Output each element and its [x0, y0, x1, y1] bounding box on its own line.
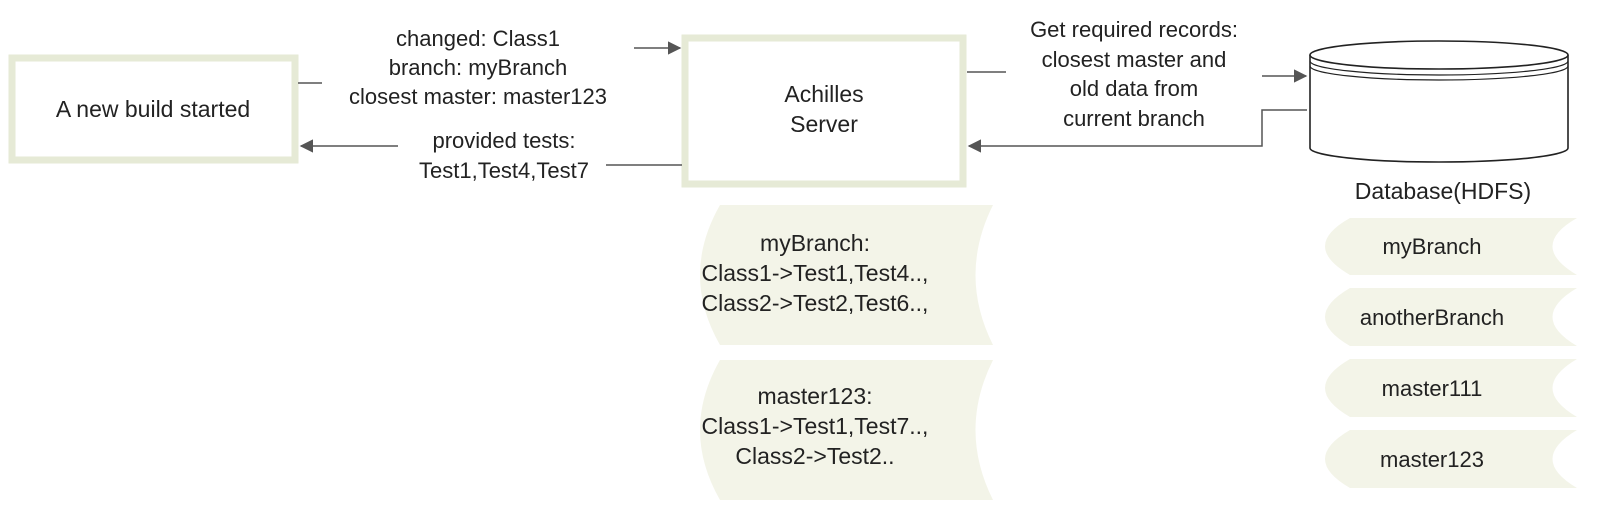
db-record-label: anotherBranch: [1360, 305, 1504, 330]
server-node-label-line-2: Server: [790, 111, 858, 137]
edge-label-changed: changed: Class1: [396, 26, 560, 51]
db-record-label: master111: [1382, 376, 1483, 401]
database-cylinder-icon: [1309, 40, 1569, 163]
store-line: Class2->Test2..: [735, 443, 894, 469]
edge-label-closest-master: closest master: master123: [349, 84, 607, 109]
edge-label-test-list: Test1,Test4,Test7: [419, 158, 589, 183]
arrow-into-server-from-database: [967, 109, 1307, 153]
db-record-label: master123: [1380, 447, 1484, 472]
edge-server-to-database: Get required records: closest master and…: [967, 17, 1308, 153]
edge-server-to-build: provided tests: Test1,Test4,Test7: [299, 128, 682, 183]
edge-label-closest-master-and: closest master and: [1042, 47, 1227, 72]
server-store-master123: master123: Class1->Test1,Test7.., Class2…: [700, 360, 993, 500]
edge-label-current-branch: current branch: [1063, 106, 1205, 131]
db-record-master111: master111: [1325, 359, 1577, 417]
store-line: myBranch:: [760, 230, 870, 256]
edge-label-old-data: old data from: [1070, 76, 1198, 101]
store-line: Class1->Test1,Test4..,: [702, 260, 929, 286]
db-record-anotherbranch: anotherBranch: [1325, 288, 1577, 346]
database-label: Database(HDFS): [1355, 178, 1531, 204]
build-node-label: A new build started: [56, 96, 250, 122]
store-line: Class2->Test2,Test6..,: [702, 290, 929, 316]
store-line: master123:: [757, 383, 872, 409]
db-record-master123: master123: [1325, 430, 1577, 488]
edge-build-to-server: changed: Class1 branch: myBranch closest…: [298, 26, 682, 109]
edge-label-branch: branch: myBranch: [389, 55, 568, 80]
server-node: Achilles Server: [681, 34, 967, 188]
db-record-label: myBranch: [1382, 234, 1481, 259]
edge-label-provided-tests: provided tests:: [432, 128, 575, 153]
server-store-mybranch: myBranch: Class1->Test1,Test4.., Class2-…: [700, 205, 993, 345]
server-node-label-line-1: Achilles: [784, 81, 863, 107]
build-node: A new build started: [8, 54, 299, 164]
edge-label-get-records: Get required records:: [1030, 17, 1238, 42]
store-line: Class1->Test1,Test7..,: [702, 413, 929, 439]
db-record-mybranch: myBranch: [1325, 218, 1577, 275]
